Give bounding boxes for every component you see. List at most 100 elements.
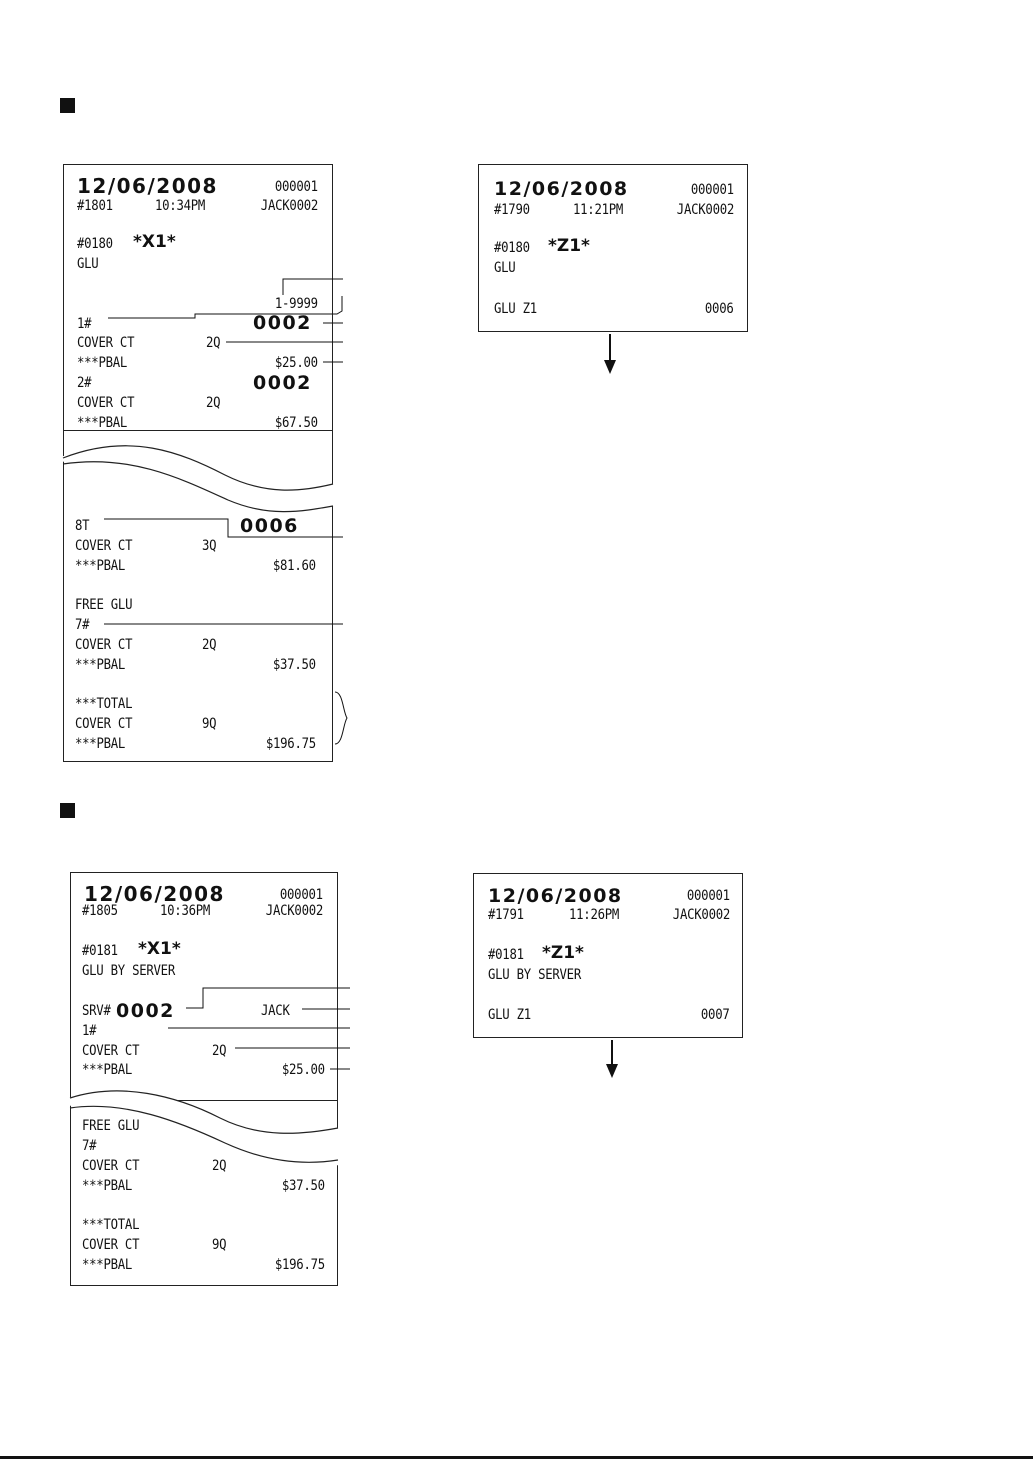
time: 11:26PM xyxy=(569,907,620,923)
free-glu-label: FREE GLU xyxy=(82,1118,140,1134)
cover-label: COVER CT xyxy=(77,395,135,411)
receipt-number: #1805 xyxy=(82,903,118,919)
report-name: GLU BY SERVER xyxy=(488,967,582,983)
cover-qty: 2Q xyxy=(212,1158,227,1174)
operator: JACK0002 xyxy=(260,198,318,214)
time: 10:34PM xyxy=(155,198,206,214)
operator: JACK0002 xyxy=(265,903,323,919)
x-report-receipt-bottom xyxy=(63,430,333,762)
z-report-receipt xyxy=(473,873,743,1038)
receipt-number: #1801 xyxy=(77,198,113,214)
counter-label: GLU Z1 xyxy=(488,1007,531,1023)
pbal-amount: $196.75 xyxy=(265,736,316,752)
date: 12/06/2008 xyxy=(84,882,225,906)
cover-qty: 2Q xyxy=(202,637,217,653)
server-label: SRV# xyxy=(82,1003,111,1019)
date: 12/06/2008 xyxy=(77,174,218,198)
pbal-amount: $67.50 xyxy=(275,415,318,431)
pbal-label: ***PBAL xyxy=(77,415,128,431)
date: 12/06/2008 xyxy=(488,885,623,907)
time: 10:36PM xyxy=(160,903,211,919)
pbal-amount: $37.50 xyxy=(282,1178,325,1194)
pbal-amount: $37.50 xyxy=(273,657,316,673)
server-name: JACK xyxy=(261,1003,290,1019)
receipt-number: #1790 xyxy=(494,202,530,218)
report-name: GLU xyxy=(77,256,99,272)
glu-number: 1# xyxy=(82,1023,97,1039)
mode-title: *Z1* xyxy=(548,236,590,256)
leader-glu-number-line xyxy=(108,296,343,319)
consecutive-number: 000001 xyxy=(687,888,730,904)
cover-label: COVER CT xyxy=(77,335,135,351)
cover-label: COVER CT xyxy=(75,538,133,554)
total-label: ***TOTAL xyxy=(75,696,133,712)
cover-label: COVER CT xyxy=(82,1158,140,1174)
right-brace-icon xyxy=(334,691,348,745)
report-name: GLU BY SERVER xyxy=(82,963,176,979)
pbal-label: ***PBAL xyxy=(75,657,126,673)
glu-number: 7# xyxy=(82,1138,97,1154)
total-label: ***TOTAL xyxy=(82,1217,140,1233)
pbal-amount: $81.60 xyxy=(273,558,316,574)
pbal-label: ***PBAL xyxy=(75,736,126,752)
cover-label: COVER CT xyxy=(82,1237,140,1253)
pbal-label: ***PBAL xyxy=(82,1257,133,1273)
mode-title: *X1* xyxy=(138,939,181,959)
counter-value: 0007 xyxy=(701,1007,730,1023)
report-code: #0181 xyxy=(488,947,524,963)
receipt-number: #1791 xyxy=(488,907,524,923)
pbal-label: ***PBAL xyxy=(75,558,126,574)
mode-title: *X1* xyxy=(133,232,176,252)
pbal-label: ***PBAL xyxy=(82,1178,133,1194)
leader-server-number-line xyxy=(186,987,350,1009)
page-bottom-rule xyxy=(0,1456,1033,1459)
date: 12/06/2008 xyxy=(494,178,629,200)
pbal-amount: $25.00 xyxy=(275,355,318,371)
pbal-amount: $25.00 xyxy=(282,1062,325,1078)
glu-number: 8T xyxy=(75,518,90,534)
glu-count: 0006 xyxy=(240,515,299,537)
pbal-amount: $196.75 xyxy=(274,1257,325,1273)
operator: JACK0002 xyxy=(672,907,730,923)
cover-qty: 3Q xyxy=(202,538,217,554)
consecutive-number: 000001 xyxy=(275,179,318,195)
glu-count: 0002 xyxy=(253,372,312,394)
time: 11:21PM xyxy=(573,202,624,218)
x-report-receipt-top xyxy=(70,872,338,1132)
cover-qty: 9Q xyxy=(202,716,217,732)
free-glu-label: FREE GLU xyxy=(75,597,133,613)
glu-number: 1# xyxy=(77,316,92,332)
report-code: #0180 xyxy=(494,240,530,256)
leader-8t-line xyxy=(104,518,343,538)
arrow-down-icon xyxy=(606,1040,618,1078)
z-report-receipt xyxy=(478,164,748,332)
cover-qty: 2Q xyxy=(206,395,221,411)
report-code: #0180 xyxy=(77,236,113,252)
counter-value: 0006 xyxy=(705,301,734,317)
server-number: 0002 xyxy=(116,1000,175,1022)
cover-qty: 2Q xyxy=(206,335,221,351)
operator: JACK0002 xyxy=(676,202,734,218)
glu-range: 1-9999 xyxy=(275,296,318,312)
cover-qty: 9Q xyxy=(212,1237,227,1253)
arrow-down-icon xyxy=(604,334,616,374)
consecutive-number: 000001 xyxy=(280,887,323,903)
consecutive-number: 000001 xyxy=(691,182,734,198)
report-name: GLU xyxy=(494,260,516,276)
section-2-marker-icon xyxy=(60,803,75,818)
cover-qty: 2Q xyxy=(212,1043,227,1059)
counter-label: GLU Z1 xyxy=(494,301,537,317)
pbal-label: ***PBAL xyxy=(82,1062,133,1078)
mode-title: *Z1* xyxy=(542,943,584,963)
cover-label: COVER CT xyxy=(75,716,133,732)
glu-number: 7# xyxy=(75,617,90,633)
leader-range-line xyxy=(282,278,343,295)
glu-number: 2# xyxy=(77,375,92,391)
pbal-label: ***PBAL xyxy=(77,355,128,371)
glu-count: 0002 xyxy=(253,312,312,334)
report-code: #0181 xyxy=(82,943,118,959)
cover-label: COVER CT xyxy=(82,1043,140,1059)
